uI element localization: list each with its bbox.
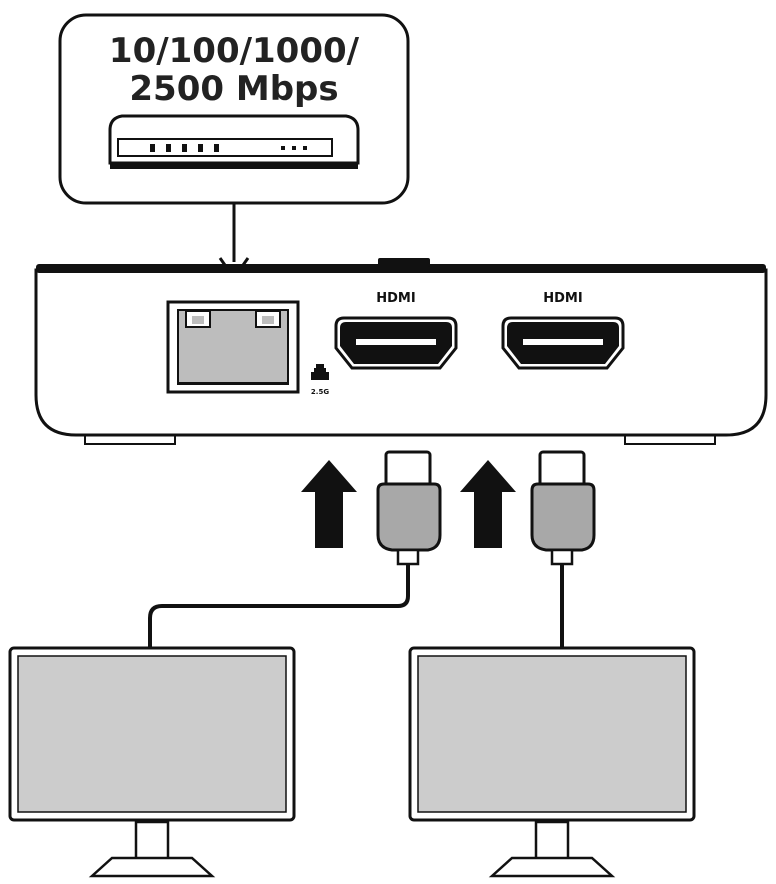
network-callout: 10/100/1000/ 2500 Mbps bbox=[58, 13, 410, 205]
hdmi-port-2: HDMI bbox=[501, 291, 625, 370]
docking-station: 2.5G HDMI HDMI bbox=[34, 258, 768, 445]
insert-arrow-2-icon bbox=[460, 460, 516, 548]
ethernet-speed-icon: 2.5G bbox=[311, 364, 329, 396]
hdmi-plug-1 bbox=[376, 450, 442, 566]
speed-line-2: 2500 Mbps bbox=[129, 69, 338, 109]
hdmi-plug-2 bbox=[530, 450, 596, 566]
speed-line-1: 10/100/1000/ bbox=[109, 31, 360, 71]
hdmi-port-1: HDMI bbox=[334, 291, 458, 370]
ethernet-speed-caption: 2.5G bbox=[311, 388, 329, 396]
ethernet-port bbox=[166, 300, 300, 394]
network-switch-icon bbox=[108, 114, 360, 169]
hdmi-port-1-label: HDMI bbox=[376, 291, 415, 306]
hdmi-cable-1 bbox=[148, 564, 410, 648]
hdmi-port-2-label: HDMI bbox=[543, 291, 582, 306]
insert-arrow-1-icon bbox=[301, 460, 357, 548]
right-monitor bbox=[408, 646, 696, 878]
left-monitor bbox=[8, 646, 296, 878]
